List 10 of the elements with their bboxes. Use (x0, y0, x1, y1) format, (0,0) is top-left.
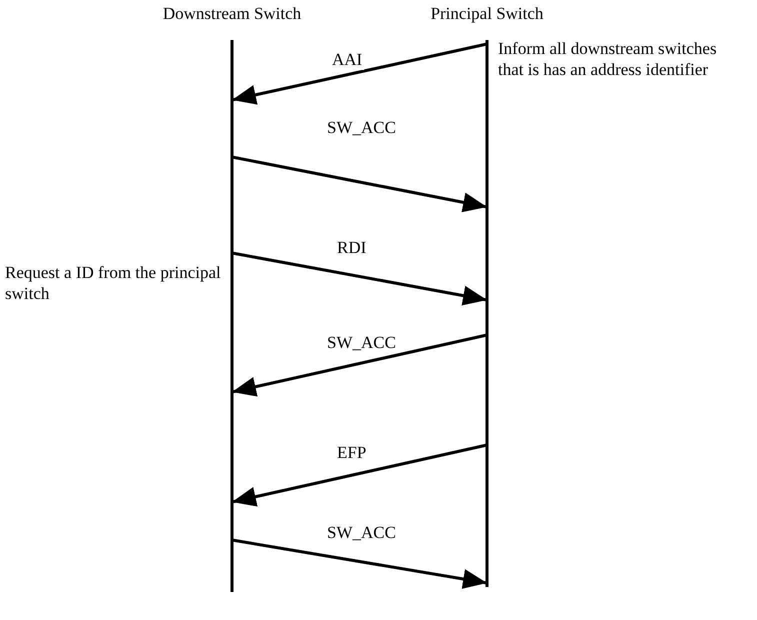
message-arrow (232, 538, 488, 589)
lifeline-label: Principal Switch (430, 4, 544, 24)
message-arrow (232, 42, 488, 105)
message-arrow (232, 444, 488, 507)
note-text: Inform all downstream switches that is has an address identifier (498, 38, 718, 80)
message-arrow (232, 334, 488, 397)
note-text: Request a ID from the principal switch (5, 262, 222, 304)
lifeline-label: Downstream Switch (162, 4, 302, 24)
message-arrow (232, 252, 488, 306)
message-arrow (232, 156, 488, 212)
